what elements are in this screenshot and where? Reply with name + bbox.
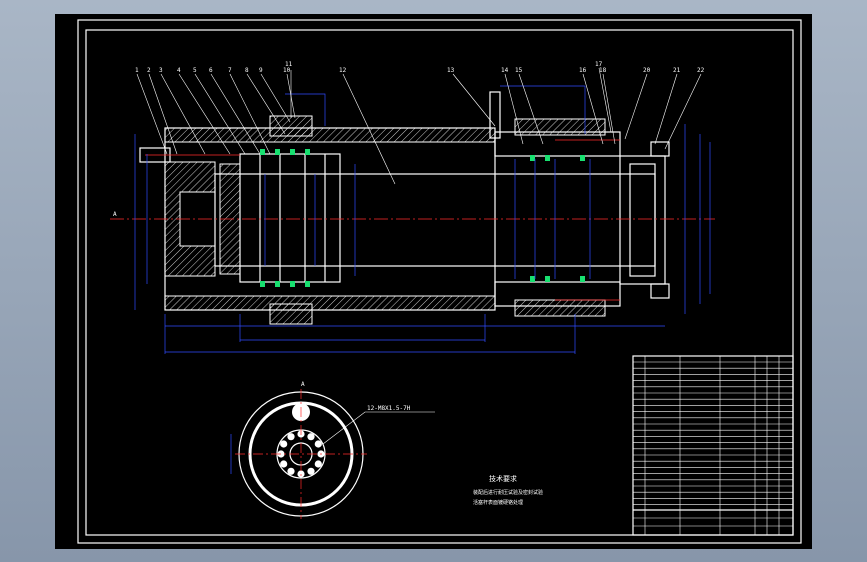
seal (260, 149, 265, 155)
cylinder-assembly (110, 91, 715, 325)
part-number: 1 (135, 67, 139, 74)
part-number: 18 (599, 67, 607, 74)
seal (530, 276, 535, 282)
part-number: 8 (245, 67, 249, 74)
outer-frame (77, 19, 802, 544)
section-view: A 12-M8X1.5-7H (230, 381, 435, 519)
part-number: 13 (447, 67, 455, 74)
part-number: 10 (283, 67, 291, 74)
port-right-bottom (650, 283, 670, 299)
tech-title: 技术要求 (489, 474, 517, 483)
part-number: 16 (579, 67, 587, 74)
part-number: 9 (259, 67, 263, 74)
drawing-sheet: 1 2 3 4 5 6 7 8 9 10 11 12 13 14 15 16 1… (77, 19, 802, 544)
dimension-lines (134, 85, 711, 354)
gland-flange-top (514, 118, 606, 136)
part-number: 7 (228, 67, 232, 74)
seal (290, 149, 295, 155)
end-cap-left (164, 161, 216, 277)
rod-end (619, 155, 666, 285)
seal (260, 281, 265, 287)
seal (530, 155, 535, 161)
oil-pipe (489, 91, 501, 139)
section-view-label: A (301, 381, 305, 388)
part-number: 14 (501, 67, 509, 74)
tech-note: 装配后进行耐压试验及密封试验 (473, 489, 543, 496)
title-block (632, 355, 794, 536)
part-number: 5 (193, 67, 197, 74)
part-number: 6 (209, 67, 213, 74)
seal (580, 155, 585, 161)
part-number: 12 (339, 67, 347, 74)
section-marker: A (113, 211, 117, 218)
bolt-label: 12-M8X1.5-7H (367, 405, 411, 412)
barrel-wall-bottom (164, 295, 496, 311)
seal (305, 149, 310, 155)
part-number: 3 (159, 67, 163, 74)
flange-top-left (269, 115, 313, 137)
seal (580, 276, 585, 282)
part-number: 2 (147, 67, 151, 74)
part-number: 4 (177, 67, 181, 74)
part-number: 20 (643, 67, 651, 74)
cad-viewport[interactable]: 1 2 3 4 5 6 7 8 9 10 11 12 13 14 15 16 1… (55, 14, 812, 549)
seal (545, 276, 550, 282)
parts-list-rows (633, 361, 793, 505)
port-right-top (650, 141, 670, 157)
tech-note: 活塞杆表面镀硬铬处理 (473, 499, 523, 506)
seal (275, 149, 280, 155)
inner-frame (85, 29, 794, 536)
seal (290, 281, 295, 287)
leader-lines (136, 67, 702, 185)
part-number: 17 (595, 61, 603, 68)
tech-notes: 技术要求 装配后进行耐压试验及密封试验 活塞杆表面镀硬铬处理 (473, 474, 543, 506)
gland-flange-bottom (514, 299, 606, 317)
part-number: 15 (515, 67, 523, 74)
seal (545, 155, 550, 161)
flange-bottom-left (269, 303, 313, 325)
gland-top (494, 131, 621, 157)
part-number: 21 (673, 67, 681, 74)
seal (275, 281, 280, 287)
piston-rod (214, 173, 656, 267)
part-numbers: 1 2 3 4 5 6 7 8 9 10 11 12 13 14 15 16 1… (135, 61, 705, 74)
part-number: 22 (697, 67, 705, 74)
seal (305, 281, 310, 287)
part-number: 11 (285, 61, 293, 68)
